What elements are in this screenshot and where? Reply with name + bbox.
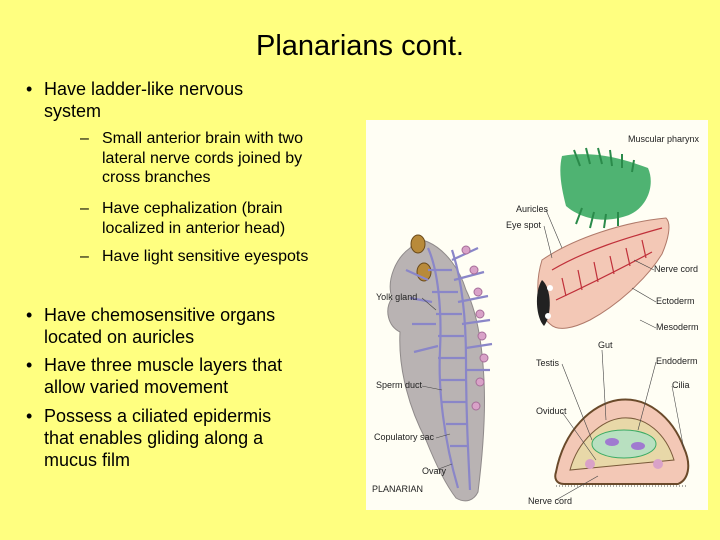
- bullet-line: located on auricles: [44, 327, 195, 347]
- bullet-line: Have three muscle layers that: [44, 355, 283, 375]
- label-yolk-gland: Yolk gland: [376, 292, 417, 302]
- bullet-marker: •: [26, 355, 33, 375]
- label-ectoderm: Ectoderm: [656, 296, 695, 306]
- bullet-marker: •: [26, 406, 33, 426]
- planarian-diagram: Muscular pharynx Auricles Eye spot Nerve…: [372, 134, 700, 506]
- sub-bullet-line: lateral nerve cords joined by: [102, 149, 303, 167]
- bullet-line: mucus film: [44, 450, 131, 470]
- bullet-item: • Have ladder-like nervous system: [26, 78, 244, 122]
- label-cilia: Cilia: [672, 380, 690, 390]
- bullet-line: allow varied movement: [44, 377, 229, 397]
- label-auricles: Auricles: [516, 204, 549, 214]
- gut-branches: [461, 245, 489, 411]
- sub-bullet-item: – Have light sensitive eyespots: [80, 247, 309, 267]
- oval-cross-section: [554, 398, 690, 487]
- slide-title: Planarians cont.: [256, 30, 464, 62]
- bullet-item: • Have three muscle layers that allow va…: [26, 354, 283, 398]
- sub-bullet-item: – Small anterior brain with two lateral …: [80, 129, 303, 188]
- sub-bullet-line: localized in anterior head): [102, 219, 286, 237]
- bullet-line: Have chemosensitive organs: [44, 305, 276, 325]
- label-testis: Testis: [536, 358, 560, 368]
- label-mesoderm: Mesoderm: [656, 322, 699, 332]
- label-oviduct: Oviduct: [536, 406, 567, 416]
- sub-bullet-item: – Have cephalization (brain localized in…: [80, 199, 286, 238]
- label-sperm-duct: Sperm duct: [376, 380, 423, 390]
- dash-marker: –: [80, 130, 89, 147]
- cross-section-dark: [536, 280, 553, 326]
- bullet-line: Possess a ciliated epidermis: [44, 406, 272, 426]
- bullet-item: • Have chemosensitive organs located on …: [26, 304, 276, 348]
- sub-bullet-line: cross branches: [102, 169, 211, 186]
- dash-marker: –: [80, 200, 89, 217]
- cutaway-nerve-lines: [551, 227, 663, 301]
- leader-lines: [421, 209, 685, 501]
- sub-bullet-line: Have light sensitive eyespots: [102, 248, 309, 265]
- planarian-anatomy-figure: Muscular pharynx Auricles Eye spot Nerve…: [366, 120, 708, 510]
- pharynx-shape: [560, 147, 651, 229]
- bullet-line: system: [44, 101, 102, 121]
- bullet-marker: •: [26, 79, 33, 99]
- dash-marker: –: [80, 248, 89, 265]
- sub-bullet-line: Small anterior brain with two: [102, 130, 303, 147]
- eyespot-shape: [410, 234, 426, 254]
- label-endoderm: Endoderm: [656, 356, 698, 366]
- label-nerve-cord: Nerve cord: [654, 264, 698, 274]
- bullet-item: • Possess a ciliated epidermis that enab…: [26, 405, 272, 471]
- label-planarian: PLANARIAN: [372, 484, 423, 494]
- sub-bullet-line: Have cephalization (brain: [102, 200, 283, 217]
- label-nerve-cord-bottom: Nerve cord: [528, 496, 572, 506]
- label-ovary: Ovary: [422, 466, 447, 476]
- label-eye-spot: Eye spot: [506, 220, 542, 230]
- nervous-system: [405, 247, 493, 491]
- label-copulatory-sac: Copulatory sac: [374, 432, 435, 442]
- bullet-marker: •: [26, 305, 33, 325]
- label-gut: Gut: [598, 340, 613, 350]
- label-muscular-pharynx: Muscular pharynx: [628, 134, 700, 144]
- cutaway-body: [537, 217, 670, 329]
- bullet-line: Have ladder-like nervous: [44, 79, 244, 99]
- bullet-line: that enables gliding along a: [44, 428, 264, 448]
